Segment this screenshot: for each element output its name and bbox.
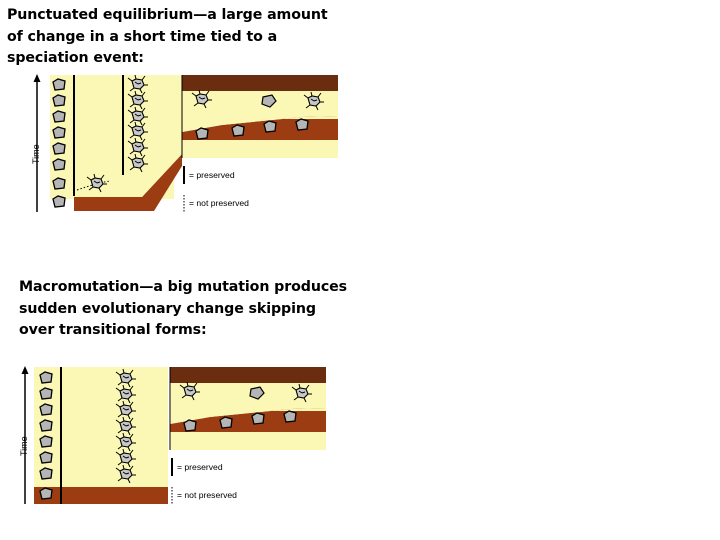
legend: = preserved = not preserved — [171, 458, 237, 505]
legend: = preserved = not preserved — [183, 166, 249, 213]
rock-layer-rust — [74, 154, 182, 211]
legend-preserved: = preserved — [189, 170, 235, 180]
rock-strata-block — [181, 75, 338, 158]
time-axis: Time — [31, 74, 41, 212]
time-axis-label: Time — [19, 436, 29, 456]
caption-punctuated-equilibrium: Punctuated equilibrium—a large amount of… — [7, 7, 328, 66]
rock-layer-rust — [34, 487, 168, 504]
legend-not-preserved: = not preserved — [189, 198, 249, 208]
arrow-up-icon — [33, 74, 41, 82]
caption-macromutation: Macromutation—a big mutation produces su… — [19, 279, 347, 338]
time-axis-label: Time — [31, 144, 41, 164]
rock-strata-block — [169, 367, 326, 450]
legend-not-preserved: = not preserved — [177, 490, 237, 500]
punctuated-equilibrium-diagram: Time — [22, 70, 342, 218]
time-axis: Time — [19, 366, 29, 504]
legend-preserved: = preserved — [177, 462, 223, 472]
macromutation-diagram: Time — [10, 362, 330, 510]
sediment-column — [34, 367, 168, 491]
arrow-up-icon — [21, 366, 29, 374]
